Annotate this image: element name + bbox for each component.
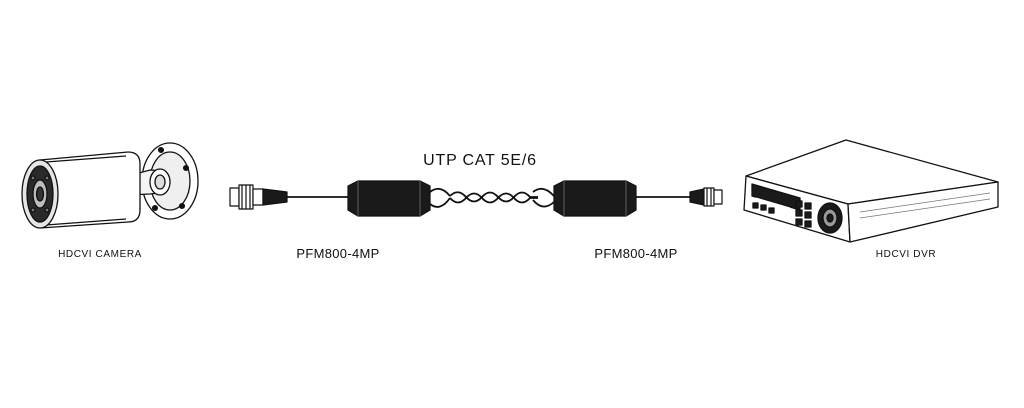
left-bnc-connector <box>229 184 288 210</box>
camera-illustration <box>21 142 199 229</box>
right-balun-label: PFM800-4MP <box>594 246 678 261</box>
dvr-illustration <box>743 139 999 243</box>
mount-screw-3 <box>178 202 186 210</box>
mount-screw-4 <box>151 204 159 212</box>
camera-label: HDCVI CAMERA <box>58 249 142 260</box>
left-balun-label: PFM800-4MP <box>296 246 380 261</box>
camera-body <box>39 151 141 229</box>
dvr-label: HDCVI DVR <box>875 249 937 260</box>
mount-screw-1 <box>157 146 165 154</box>
right-bnc-connector <box>689 187 723 207</box>
cable-label: UTP CAT 5E/6 <box>423 152 537 169</box>
mount-screw-2 <box>182 164 190 172</box>
left-balun <box>347 180 431 217</box>
twisted-pair-cable <box>429 187 555 208</box>
right-balun <box>553 180 637 217</box>
